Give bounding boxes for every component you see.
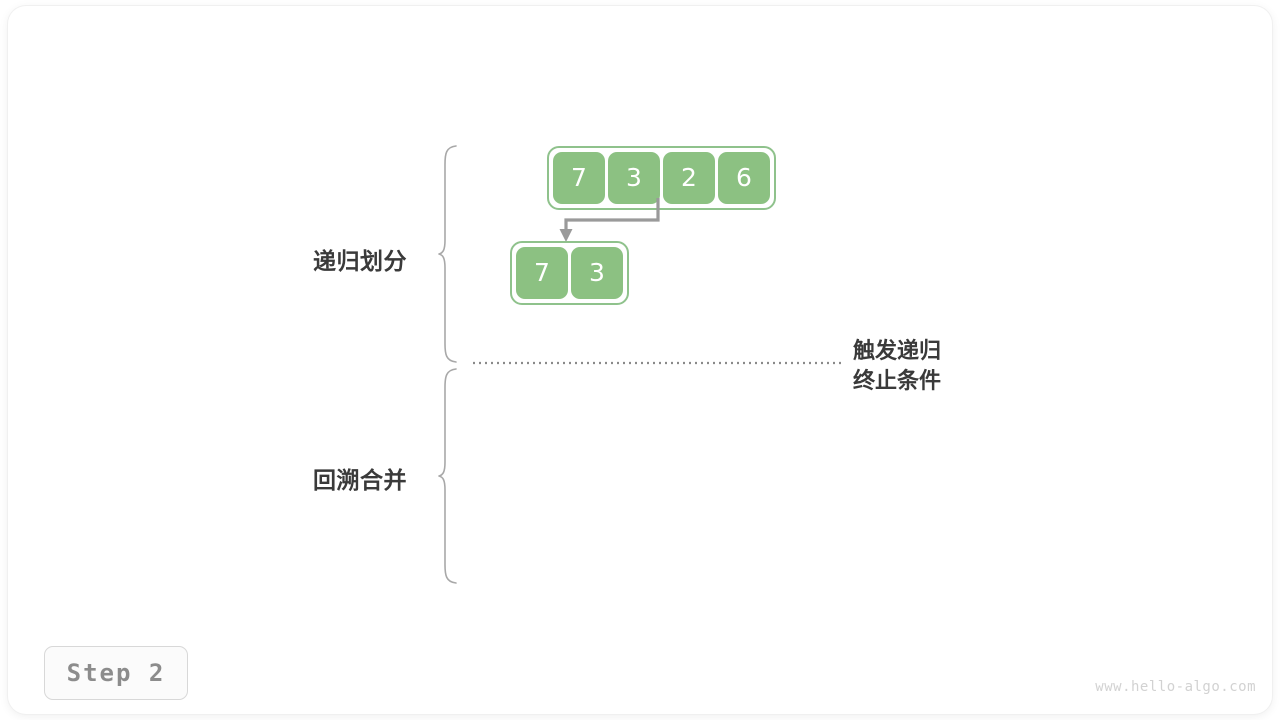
array-cell[interactable]: 6 [718,152,770,204]
array-cell[interactable]: 7 [516,247,568,299]
array-cell[interactable]: 3 [571,247,623,299]
left-subarray: 7 3 [510,241,629,305]
merge-brace-path [438,368,457,584]
slide-card: 递归划分 回溯合并 7 3 2 6 7 3 触发递归 终止条件 Step [8,6,1272,714]
source-array: 7 3 2 6 [547,146,776,210]
split-arrow-head [559,229,573,242]
watermark: www.hello-algo.com [1095,679,1256,695]
split-arrow [559,198,660,242]
recursion-boundary-dotted-line [473,361,844,365]
brace-group [438,145,457,584]
diagram-stage: 递归划分 回溯合并 7 3 2 6 7 3 触发递归 终止条件 Step [8,6,1272,714]
recursion-terminate-annotation: 触发递归 终止条件 [853,336,941,396]
annotation-line-1: 触发递归 [853,338,942,363]
section-label-merge: 回溯合并 [313,467,407,493]
annotation-line-2: 终止条件 [853,368,942,393]
divide-brace-path [438,145,457,363]
array-cell[interactable]: 3 [608,152,660,204]
section-label-divide: 递归划分 [313,248,407,274]
split-arrow-line [564,198,660,232]
array-cell[interactable]: 7 [553,152,605,204]
step-badge: Step 2 [44,646,188,700]
array-cell[interactable]: 2 [663,152,715,204]
